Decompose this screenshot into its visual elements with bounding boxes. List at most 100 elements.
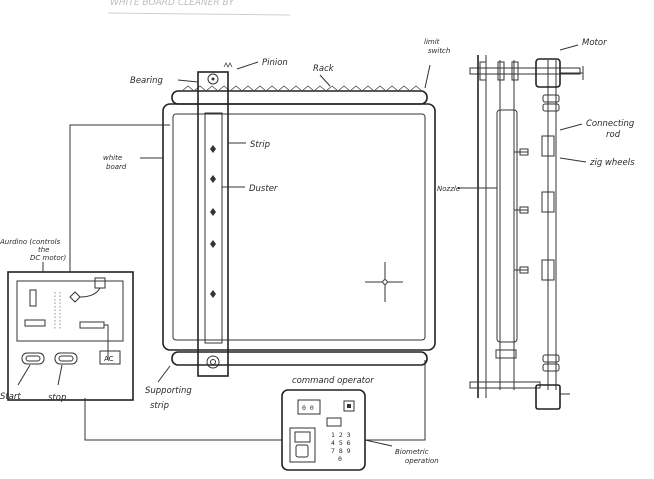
label-biometric-line2: operation — [405, 457, 439, 465]
coupling — [542, 94, 560, 103]
supporting-bar — [171, 351, 428, 366]
duster-assembly — [197, 62, 233, 377]
coupling — [542, 354, 560, 363]
label-arduino-line2: the — [38, 246, 50, 254]
rack-bar — [171, 90, 428, 105]
rod-clamp — [497, 61, 505, 81]
leader-zig-wheels — [559, 157, 587, 163]
ac-label: AC — [104, 355, 114, 363]
arduino-outer — [7, 271, 134, 401]
rod-clamp — [479, 61, 487, 81]
ac-indicator — [99, 350, 121, 365]
label-biometric-line1: Biometric — [395, 448, 429, 456]
arduino-chip — [29, 289, 37, 307]
duster-stud — [210, 145, 216, 153]
label-white-board-line1: white — [103, 154, 122, 162]
bearing-bottom — [206, 355, 220, 369]
command-indicator — [343, 400, 355, 412]
leader-connecting-rod — [559, 123, 583, 131]
duster-stud — [210, 290, 216, 298]
label-connecting-rod-line1: Connecting — [586, 119, 635, 129]
label-duster: Duster — [249, 184, 278, 194]
leader-motor — [559, 44, 579, 51]
pinion-teeth — [223, 62, 233, 68]
duster — [204, 112, 223, 344]
label-rack: Rack — [313, 64, 335, 74]
label-motor: Motor — [582, 38, 607, 48]
pinion-center — [211, 77, 215, 81]
label-limit-switch-line2: switch — [428, 47, 450, 55]
rod-clamp — [511, 61, 519, 81]
label-pinion: Pinion — [262, 58, 288, 68]
label-arduino-line3: DC motor) — [30, 254, 67, 262]
arduino-relay — [79, 321, 105, 329]
keypad-row-3[interactable]: 7 8 9 — [331, 447, 351, 455]
wiring — [69, 124, 426, 441]
board-outer-frame — [162, 103, 436, 351]
label-stop: stop — [48, 393, 66, 403]
bearing-bottom-inner — [210, 359, 216, 365]
duster-stud — [210, 240, 216, 248]
pin-head — [519, 266, 529, 274]
faded-header-underline — [107, 12, 291, 16]
label-bearing: Bearing — [130, 76, 164, 86]
stop-button[interactable] — [54, 352, 78, 365]
leader-limit-switch — [424, 64, 431, 89]
command-operator-box: 0 0 1 2 3 4 5 6 7 8 9 0 — [281, 389, 366, 471]
duster-stud — [210, 208, 216, 216]
keypad-row-2[interactable]: 4 5 6 — [331, 439, 351, 447]
label-white-board-line2: board — [106, 163, 127, 171]
arduino-pins — [54, 292, 61, 330]
bottom-rod — [469, 381, 541, 389]
keypad-row-4[interactable]: 0 — [338, 455, 342, 463]
label-strip: Strip — [250, 140, 270, 150]
pin-head — [519, 206, 529, 214]
labels: Bearing Pinion Rack limit switch Motor S… — [0, 38, 635, 465]
bottom-motor — [535, 384, 561, 410]
zig-wheel — [541, 191, 555, 213]
keypad-screen — [326, 417, 342, 427]
arduino-motor-port — [94, 277, 106, 289]
arduino-connector — [69, 291, 81, 303]
label-arduino-line1: Aurdino (controls — [0, 238, 61, 246]
arduino-box: AC — [7, 271, 134, 401]
command-operator-outer — [281, 389, 366, 471]
label-zig-wheels: zig wheels — [589, 158, 635, 168]
coupling — [542, 363, 560, 372]
label-limit-switch-line1: limit — [424, 38, 440, 46]
zig-wheel — [541, 259, 555, 281]
pin-head — [519, 148, 529, 156]
white-board — [162, 85, 436, 366]
duster-stud — [210, 175, 216, 183]
zig-wheel — [541, 135, 555, 157]
crosshair-center — [382, 279, 388, 285]
label-nozzle: Nozzle — [437, 185, 460, 193]
start-button-inner — [25, 355, 41, 362]
leader-rack — [319, 74, 331, 87]
side-view-mechanism — [469, 55, 584, 410]
arduino-board — [16, 280, 124, 342]
top-rod — [469, 67, 581, 75]
leader-biometric — [364, 439, 393, 447]
board-inner-frame — [172, 113, 426, 341]
keypad-row-1[interactable]: 1 2 3 — [331, 431, 351, 439]
pinion-wheel — [207, 73, 219, 85]
leader-supporting-strip — [157, 365, 171, 383]
fingerprint-scanner[interactable] — [289, 427, 316, 463]
fingerprint-pad — [294, 431, 311, 443]
coupling — [542, 103, 560, 112]
command-display-text: 0 0 — [302, 404, 314, 412]
label-supporting-strip-line2: strip — [150, 401, 169, 411]
arduino-slot — [24, 319, 46, 327]
stop-button-inner — [58, 355, 74, 362]
label-start: Start — [0, 392, 21, 402]
bottom-clamp — [495, 349, 517, 359]
start-button[interactable] — [21, 352, 45, 365]
leader-lines — [17, 44, 587, 447]
label-connecting-rod-line2: rod — [606, 130, 621, 140]
label-command-operator: command operator — [292, 376, 374, 386]
leader-stop — [57, 364, 63, 386]
command-display — [297, 399, 321, 415]
supporting-strip — [197, 71, 229, 377]
